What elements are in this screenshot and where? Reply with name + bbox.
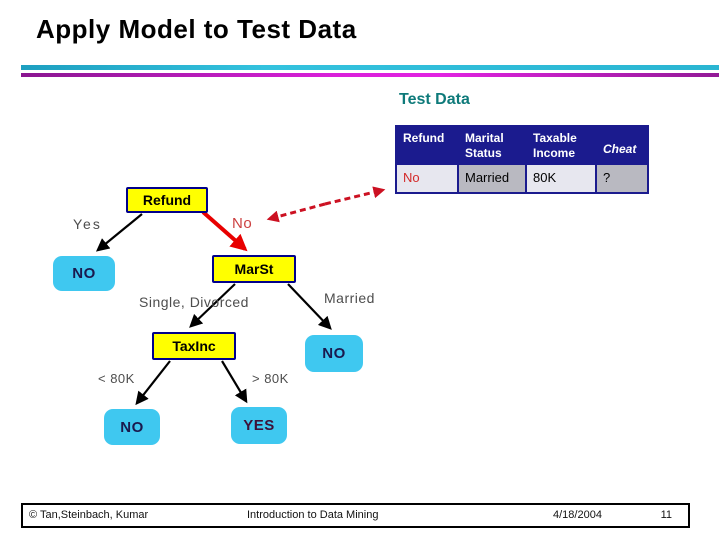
- cell-refund: No: [395, 163, 459, 194]
- branch-label-no: No: [232, 215, 253, 232]
- footer-page-number: 11: [660, 509, 672, 521]
- leaf-no-married: NO: [305, 335, 363, 372]
- cell-marital-status: Married: [457, 163, 527, 194]
- leaf-no-refund-yes: NO: [53, 256, 115, 291]
- table-data-row: No Married 80K ?: [395, 163, 649, 194]
- teal-divider-rule: [21, 65, 719, 70]
- cell-cheat: ?: [595, 163, 649, 194]
- edge-taxinc-gt80k: [221, 360, 248, 404]
- header-taxable-income: Taxable Income: [525, 125, 597, 165]
- node-marst: MarSt: [212, 255, 296, 283]
- branch-label-single-divorced: Single, Divorced: [139, 294, 249, 310]
- leaf-yes-gt80k: YES: [231, 407, 287, 444]
- slide-title: Apply Model to Test Data: [36, 14, 357, 44]
- branch-label-married: Married: [324, 290, 375, 306]
- header-cheat: Cheat: [595, 125, 649, 165]
- header-refund: Refund: [395, 125, 459, 165]
- footer-copyright: © Tan,Steinbach, Kumar: [29, 509, 149, 521]
- leaf-no-lt80k: NO: [104, 409, 160, 445]
- test-data-label: Test Data: [399, 91, 470, 108]
- edge-refund-no-highlighted: [201, 210, 248, 252]
- footer-bar: © Tan,Steinbach, Kumar Introduction to D…: [21, 503, 690, 528]
- header-marital-status: Marital Status: [457, 125, 527, 165]
- dashed-pointer-right: [324, 186, 386, 206]
- magenta-divider-rule: [21, 73, 719, 77]
- test-data-table: Refund Marital Status Taxable Income Che…: [395, 125, 649, 194]
- node-taxinc: TaxInc: [152, 332, 236, 360]
- cell-taxable-income: 80K: [525, 163, 597, 194]
- footer-date: 4/18/2004: [553, 509, 602, 521]
- branch-label-yes: Yes: [73, 216, 102, 232]
- edge-marst-married: [287, 283, 332, 330]
- edge-marst-single-divorced: [189, 283, 236, 328]
- dashed-pointer-left: [266, 202, 326, 223]
- edge-taxinc-lt80k: [135, 360, 171, 406]
- table-header-row: Refund Marital Status Taxable Income Che…: [395, 125, 649, 165]
- branch-label-gt80k: > 80K: [252, 371, 289, 386]
- footer-book-title: Introduction to Data Mining: [247, 509, 379, 521]
- edge-refund-yes: [95, 213, 143, 252]
- node-refund: Refund: [126, 187, 208, 213]
- branch-label-lt80k: < 80K: [98, 371, 135, 386]
